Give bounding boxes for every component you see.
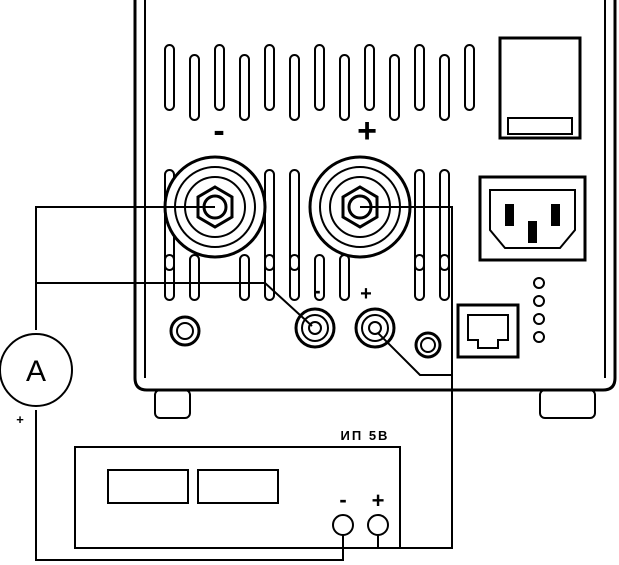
device-body — [133, 0, 617, 419]
vent-slot — [239, 54, 250, 121]
vent-slot — [439, 169, 450, 271]
supply-terminal-minus — [332, 514, 354, 536]
power-socket-iec — [478, 175, 587, 262]
ammeter-label: A — [26, 355, 46, 388]
display-2 — [197, 469, 279, 504]
vent-slot — [189, 54, 200, 121]
post-minus-label: - — [213, 112, 224, 150]
vent-slot — [289, 169, 300, 271]
post-plus-label: + — [357, 112, 377, 150]
bnc-minus-label: - — [313, 278, 320, 303]
vent-slot — [314, 44, 325, 111]
jack-right — [414, 331, 442, 359]
bnc-plus-label: + — [360, 283, 372, 305]
vent-slot — [339, 54, 350, 121]
supply-plus-label: + — [372, 488, 385, 513]
vent-slot — [214, 44, 225, 111]
supply-minus-label: - — [339, 487, 346, 512]
vent-slot — [264, 44, 275, 111]
vent-slot — [414, 169, 425, 271]
ammeter — [0, 333, 73, 407]
vent-slot — [264, 169, 275, 271]
vent-slot — [339, 254, 350, 301]
vent-slot — [264, 254, 275, 301]
vent-slot — [464, 44, 475, 111]
power-switch[interactable] — [498, 36, 582, 140]
vent-slot — [289, 254, 300, 301]
vent-slot — [439, 254, 450, 301]
ammeter-plus-label: + — [16, 412, 24, 427]
power-supply — [74, 446, 401, 549]
bnc-minus[interactable] — [294, 307, 336, 349]
vent-slot — [164, 44, 175, 111]
wires — [35, 206, 453, 561]
vent-slot — [164, 254, 175, 301]
indicator-leds — [533, 277, 545, 343]
display-1 — [107, 469, 189, 504]
vent-slot — [389, 54, 400, 121]
vent-slot — [189, 254, 200, 301]
vent-slot — [414, 254, 425, 301]
vent-slot — [414, 44, 425, 111]
bnc-plus[interactable] — [354, 307, 396, 349]
vent-slot — [314, 254, 325, 301]
ethernet-port — [456, 303, 520, 359]
vent-slot — [439, 54, 450, 121]
vent-slot — [289, 54, 300, 121]
supply-title: ИП 5В — [341, 428, 390, 443]
vent-slot — [364, 44, 375, 111]
jack-left — [169, 315, 201, 347]
vent-slots — [164, 44, 475, 301]
vent-slot — [239, 254, 250, 301]
supply-terminal-plus — [367, 514, 389, 536]
